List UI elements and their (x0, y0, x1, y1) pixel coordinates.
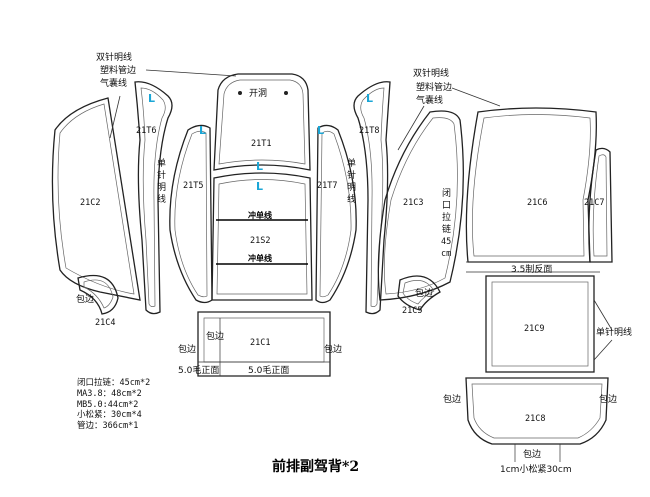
annotation-right-top: 双针明线 塑料管边 气囊线 (397, 67, 501, 151)
hair-face-label: 5.0毛正面 (248, 364, 289, 376)
piece-label: 21C6 (527, 198, 547, 208)
piece-label: 21T5 (183, 181, 203, 191)
svg-text:单: 单 (157, 157, 166, 169)
reverse-face-label: 3.5制反面 (511, 263, 552, 275)
l-mark: L (256, 180, 263, 193)
piece-21t8: 21T8 L (353, 81, 391, 315)
binding-label: 包边 (523, 448, 541, 460)
material-notes: 闭口拉链：45cm*2 MA3.8：48cm*2 MB5.0:44cm*2 小松… (77, 378, 150, 432)
svg-text:针: 针 (157, 169, 166, 181)
l-mark: L (148, 92, 155, 105)
svg-text:明: 明 (157, 182, 166, 193)
piece-21t1: 开洞 21T1 L (213, 73, 311, 173)
l-mark: L (366, 92, 373, 105)
piece-label: 21C4 (95, 318, 115, 328)
l-mark: L (199, 124, 206, 137)
single-stitch-vertical-right: 单 针 明 线 (347, 157, 356, 205)
note-item: 管边：366cm*1 (77, 421, 139, 432)
svg-text:45: 45 (441, 237, 451, 247)
note-item: 小松紧：30cm*4 (77, 410, 142, 421)
piece-label: 21C2 (80, 198, 100, 208)
binding-label: 包边 (178, 343, 196, 355)
svg-text:口: 口 (442, 201, 451, 211)
airbag-line-label: 气囊线 (100, 77, 127, 89)
svg-text:cm: cm (441, 249, 451, 259)
svg-text:线: 线 (157, 193, 166, 205)
double-stitch-label: 双针明线 (96, 51, 132, 63)
opening-label: 开洞 (249, 88, 267, 99)
piece-21c1: 21C1 包边 包边 包边 5.0毛正面 5.0毛正面 (178, 311, 342, 377)
punch-line-label: 冲单线 (248, 210, 272, 220)
svg-text:明: 明 (347, 182, 356, 193)
piece-21c3: 21C3 (377, 110, 464, 301)
drawing-title: 前排副驾背*2 (272, 458, 359, 475)
svg-text:闭: 闭 (442, 187, 451, 199)
note-item: 闭口拉链：45cm*2 (77, 378, 151, 388)
piece-21c5: 包边 21C5 (397, 275, 441, 316)
piece-21s2: 冲单线 冲单线 21S2 L (211, 172, 313, 301)
svg-text:拉: 拉 (442, 211, 451, 223)
piece-21c4: 包边 21C4 (76, 274, 119, 328)
piece-21c6: 21C6 3.5制反面 (465, 107, 600, 275)
piece-21c7: 21C7 (584, 147, 613, 263)
single-stitch-vertical-left: 单 针 明 线 (157, 157, 166, 205)
piece-label: 21C7 (584, 198, 604, 208)
double-stitch-label: 双针明线 (413, 67, 449, 79)
piece-label: 21C8 (525, 414, 545, 424)
binding-label: 包边 (415, 287, 433, 299)
piece-label: 21C5 (402, 306, 422, 316)
piece-label: 21C1 (250, 338, 270, 348)
piece-21t6: 21T6 L (134, 81, 173, 315)
elastic-label: 1cm小松紧30cm (500, 463, 572, 475)
piece-label: 21C9 (524, 324, 544, 334)
hair-face-label: 5.0毛正面 (178, 364, 219, 376)
piece-21c2: 21C2 (51, 97, 141, 301)
single-stitch-label: 单针明线 (596, 326, 632, 338)
annotation-right-single-stitch: 单针明线 (593, 299, 632, 361)
plastic-edge-label: 塑料管边 (100, 64, 136, 76)
binding-label: 包边 (324, 343, 342, 355)
l-mark: L (317, 124, 324, 137)
l-mark: L (256, 160, 263, 173)
svg-text:链: 链 (442, 223, 451, 235)
svg-text:针: 针 (347, 169, 356, 181)
piece-21t7: 21T7 L (315, 124, 357, 304)
plastic-edge-label: 塑料管边 (416, 81, 452, 93)
piece-21c8: 21C8 包边 包边 包边 1cm小松紧30cm (443, 377, 617, 475)
punch-line-label: 冲单线 (248, 253, 272, 263)
piece-label: 21S2 (250, 236, 270, 246)
binding-label: 包边 (599, 393, 617, 405)
piece-21t5: 21T5 L (169, 124, 213, 304)
note-item: MB5.0:44cm*2 (77, 399, 139, 410)
piece-21c9: 21C9 (485, 275, 595, 373)
binding-label: 包边 (206, 330, 224, 342)
svg-text:单: 单 (347, 157, 356, 169)
binding-label: 包边 (443, 393, 461, 405)
piece-label: 21T1 (251, 139, 271, 149)
svg-text:线: 线 (347, 193, 356, 205)
note-item: MA3.8：48cm*2 (77, 388, 142, 399)
piece-label: 21C3 (403, 198, 423, 208)
piece-label: 21T6 (136, 126, 156, 136)
piece-label: 21T8 (359, 126, 379, 136)
hole-mark (284, 91, 288, 95)
piece-label: 21T7 (317, 181, 337, 191)
zipper-vertical-label: 闭 口 拉 链 45 cm (441, 187, 451, 259)
binding-label: 包边 (76, 293, 94, 305)
annotation-left-top: 双针明线 塑料管边 气囊线 (96, 51, 237, 139)
hole-mark (238, 91, 242, 95)
airbag-line-label: 气囊线 (416, 94, 443, 106)
